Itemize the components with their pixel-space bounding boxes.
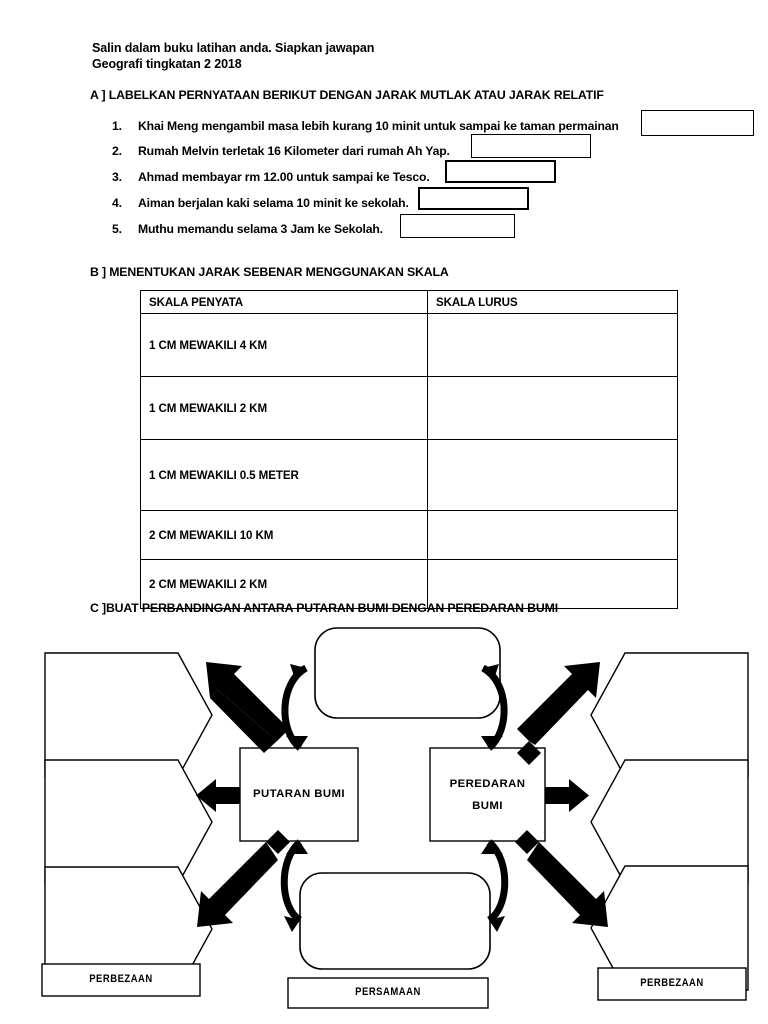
- right-answer-shape-1[interactable]: [590, 652, 749, 778]
- left-answer-shape-2[interactable]: [44, 759, 213, 885]
- persamaan-label: PERSAMAAN: [355, 986, 421, 998]
- table-cell-skala-penyata: 2 CM MEWAKILI 10 KM: [140, 510, 428, 560]
- label-box-perbezaan-right[interactable]: [597, 967, 747, 1001]
- section-b-title: B ] MENENTUKAN JARAK SEBENAR MENGGUNAKAN…: [90, 265, 449, 279]
- table-row: 2 CM MEWAKILI 10 KM: [140, 510, 678, 560]
- list-item-text: Khai Meng mengambil masa lebih kurang 10…: [138, 119, 619, 133]
- list-item-text: Rumah Melvin terletak 16 Kilometer dari …: [138, 144, 450, 158]
- perbezaan-right-label: PERBEZAAN: [640, 977, 704, 989]
- list-item: 5. Muthu memandu selama 3 Jam ke Sekolah.: [112, 222, 383, 242]
- table-row: 1 CM MEWAKILI 2 KM: [140, 376, 678, 440]
- worksheet-instruction-line1: Salin dalam buku latihan anda. Siapkan j…: [92, 41, 375, 55]
- skala-table: SKALA PENYATA SKALA LURUS 1 CM MEWAKILI …: [140, 290, 678, 609]
- curved-arrow-bottom-left: [280, 839, 308, 932]
- table-row: 2 CM MEWAKILI 2 KM: [140, 559, 678, 609]
- table-cell-skala-penyata: 1 CM MEWAKILI 4 KM: [140, 313, 428, 377]
- list-item: 3. Ahmad membayar rm 12.00 untuk sampai k…: [112, 170, 430, 190]
- peredaran-bumi-label-line1: PEREDARAN: [449, 778, 526, 790]
- curved-arrow-bottom-right: [481, 839, 509, 932]
- answer-box-5[interactable]: [400, 214, 515, 238]
- list-item-text: Muthu memandu selama 3 Jam ke Sekolah.: [138, 222, 383, 236]
- peredaran-bumi-label-line2: BUMI: [472, 800, 503, 812]
- list-item-number: 5.: [112, 222, 122, 236]
- comparison-diagram: PUTARAN BUMI PEREDARAN BUMI PERBEZAAN PE…: [0, 620, 768, 1024]
- table-cell-skala-penyata: 1 CM MEWAKILI 0.5 METER: [140, 439, 428, 511]
- table-cell-skala-lurus[interactable]: [427, 376, 678, 440]
- answer-box-1[interactable]: [641, 110, 754, 136]
- section-a-title: A ] LABELKAN PERNYATAAN BERIKUT DENGAN J…: [90, 88, 604, 102]
- table-row: 1 CM MEWAKILI 4 KM: [140, 313, 678, 377]
- answer-box-3[interactable]: [445, 160, 556, 183]
- worksheet-subject-line: Geografi tingkatan 2 2018: [92, 57, 242, 71]
- arrow-upper-left-diagonal: [206, 662, 289, 753]
- answer-box-4[interactable]: [418, 187, 529, 210]
- list-item: 1. Khai Meng mengambil masa lebih kurang …: [112, 119, 619, 139]
- table-header-skala-lurus: SKALA LURUS: [427, 290, 678, 314]
- list-item-text: Aiman berjalan kaki selama 10 minit ke s…: [138, 196, 409, 210]
- table-cell-skala-lurus[interactable]: [427, 313, 678, 377]
- table-header-row: SKALA PENYATA SKALA LURUS: [140, 290, 678, 314]
- list-item: 2. Rumah Melvin terletak 16 Kilometer dar…: [112, 144, 450, 164]
- bottom-similarity-box[interactable]: [299, 872, 491, 970]
- list-item-text: Ahmad membayar rm 12.00 untuk sampai ke …: [138, 170, 430, 184]
- table-cell-skala-lurus[interactable]: [427, 510, 678, 560]
- label-box-persamaan[interactable]: [287, 977, 489, 1009]
- left-answer-shape-1[interactable]: [44, 652, 213, 778]
- label-box-perbezaan-left[interactable]: [41, 963, 201, 997]
- perbezaan-left-label: PERBEZAAN: [89, 973, 153, 985]
- list-item-number: 4.: [112, 196, 122, 210]
- list-item-number: 3.: [112, 170, 122, 184]
- answer-box-2[interactable]: [471, 134, 591, 158]
- list-item-number: 1.: [112, 119, 122, 133]
- arrow-upper-right-diagonal: [517, 662, 600, 765]
- table-cell-skala-penyata: 2 CM MEWAKILI 2 KM: [140, 559, 428, 609]
- section-c-title: C ]BUAT PERBANDINGAN ANTARA PUTARAN BUMI…: [90, 601, 558, 615]
- curved-arrow-top-right: [481, 664, 508, 751]
- list-item: 4. Aiman berjalan kaki selama 10 minit ke…: [112, 196, 409, 216]
- table-row: 1 CM MEWAKILI 0.5 METER: [140, 439, 678, 511]
- arrow-lower-right-diagonal: [515, 830, 608, 927]
- table-cell-skala-penyata: 1 CM MEWAKILI 2 KM: [140, 376, 428, 440]
- arrow-right-horizontal: [545, 779, 589, 812]
- curved-arrow-top-left: [281, 664, 308, 751]
- arrow-left-horizontal: [196, 779, 240, 812]
- peredaran-bumi-box[interactable]: [429, 747, 546, 842]
- table-cell-skala-lurus[interactable]: [427, 559, 678, 609]
- list-item-number: 2.: [112, 144, 122, 158]
- putaran-bumi-label: PUTARAN BUMI: [253, 788, 345, 800]
- table-header-skala-penyata: SKALA PENYATA: [140, 290, 428, 314]
- top-similarity-box[interactable]: [314, 627, 501, 719]
- table-cell-skala-lurus[interactable]: [427, 439, 678, 511]
- arrow-lower-left-diagonal: [197, 830, 290, 927]
